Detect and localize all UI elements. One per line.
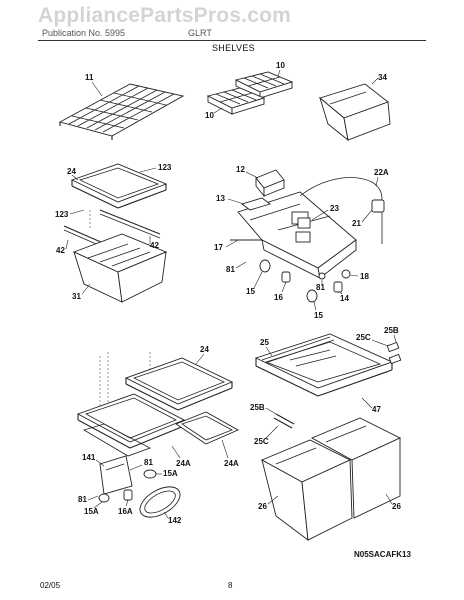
ice-tray-upper	[234, 71, 294, 99]
model-code: GLRT	[188, 28, 212, 38]
light-bulb-15a	[143, 469, 157, 479]
footer-page-number: 8	[228, 581, 233, 590]
cover-support-bracket	[273, 341, 402, 429]
publication-number: Publication No. 5995	[42, 28, 126, 38]
screw-81	[318, 272, 326, 280]
light-socket-16a	[123, 489, 133, 501]
callout-123-upper: 123	[158, 163, 172, 172]
light-socket-lower	[333, 281, 343, 293]
light-socket-left	[281, 271, 291, 283]
ice-tray-lower	[206, 87, 266, 115]
callout-13: 13	[216, 194, 225, 203]
callout-24-lower: 24	[200, 345, 209, 354]
glass-shelf-left-lower	[83, 423, 151, 457]
callout-22a: 22A	[374, 168, 389, 177]
callout-81-light-top: 81	[144, 458, 153, 467]
callout-42-right: 42	[150, 241, 159, 250]
glass-shelf-insert	[175, 411, 240, 445]
callout-25c-lower: 25C	[254, 437, 269, 446]
light-shield	[139, 486, 181, 518]
footer-date: 02/05	[40, 581, 61, 590]
callout-47: 47	[372, 405, 381, 414]
leader-11	[91, 81, 103, 97]
callout-25: 25	[260, 338, 269, 347]
glass-shelf-upper	[70, 163, 168, 209]
callout-42-left: 42	[56, 246, 65, 255]
callout-15-lower: 15	[314, 311, 323, 320]
callout-15-left: 15	[246, 287, 255, 296]
thermostat-switch	[297, 217, 311, 229]
callout-123-left: 123	[55, 210, 69, 219]
callout-16a: 16A	[118, 507, 133, 516]
callout-10-upper: 10	[276, 61, 285, 70]
light-bulb-15a-lower	[98, 493, 110, 503]
callout-81-left: 81	[226, 265, 235, 274]
callout-25b-lower: 25B	[250, 403, 265, 412]
light-socket-right	[371, 199, 385, 213]
callout-12: 12	[236, 165, 245, 174]
leader-34	[371, 77, 379, 85]
diagram-reference-code: N05SACAFK13	[354, 550, 411, 559]
callout-15a-left: 15A	[84, 507, 99, 516]
callout-24-upper-left: 24	[67, 167, 76, 176]
callout-141: 141	[82, 453, 96, 462]
callout-25b-upper: 25B	[384, 326, 399, 335]
grommet-18	[341, 269, 351, 279]
callout-14: 14	[340, 294, 349, 303]
callout-142: 142	[168, 516, 182, 525]
watermark-logo: AppliancePartsPros.com	[38, 4, 291, 27]
callout-81-right: 81	[316, 283, 325, 292]
callout-81-light-left: 81	[78, 495, 87, 504]
light-bulb-left	[259, 259, 271, 273]
callout-17: 17	[214, 243, 223, 252]
callout-11: 11	[85, 73, 94, 82]
crisper-drawer-left	[260, 439, 353, 541]
damper-cover	[255, 169, 285, 198]
leader-10-upper	[277, 69, 281, 77]
crisper-cover-frame	[254, 333, 394, 397]
callout-24a-right: 24A	[224, 459, 239, 468]
callout-10-lower: 10	[205, 111, 214, 120]
callout-21: 21	[352, 219, 361, 228]
callout-23: 23	[330, 204, 339, 213]
wire-shelf	[58, 83, 185, 140]
callout-25c-upper: 25C	[356, 333, 371, 342]
glass-shelf-middle	[76, 393, 186, 449]
callout-26-left: 26	[258, 502, 267, 511]
callout-18: 18	[360, 272, 369, 281]
section-title: SHELVES	[212, 43, 255, 53]
light-housing	[99, 455, 133, 495]
glass-shelf-top	[124, 357, 234, 411]
callout-15a-right: 15A	[163, 469, 178, 478]
callout-16: 16	[274, 293, 283, 302]
header-rule	[38, 40, 426, 41]
storage-bin	[319, 83, 391, 142]
callout-31: 31	[72, 292, 81, 301]
light-bulb-lower	[306, 289, 318, 303]
callout-26-right: 26	[392, 502, 401, 511]
crisper-drawer-right	[310, 417, 402, 519]
gasket-seal	[241, 197, 271, 211]
crisper-drawer	[72, 233, 168, 303]
callout-24a-left: 24A	[176, 459, 191, 468]
leader-10-lower	[213, 107, 223, 114]
callout-34: 34	[378, 73, 387, 82]
